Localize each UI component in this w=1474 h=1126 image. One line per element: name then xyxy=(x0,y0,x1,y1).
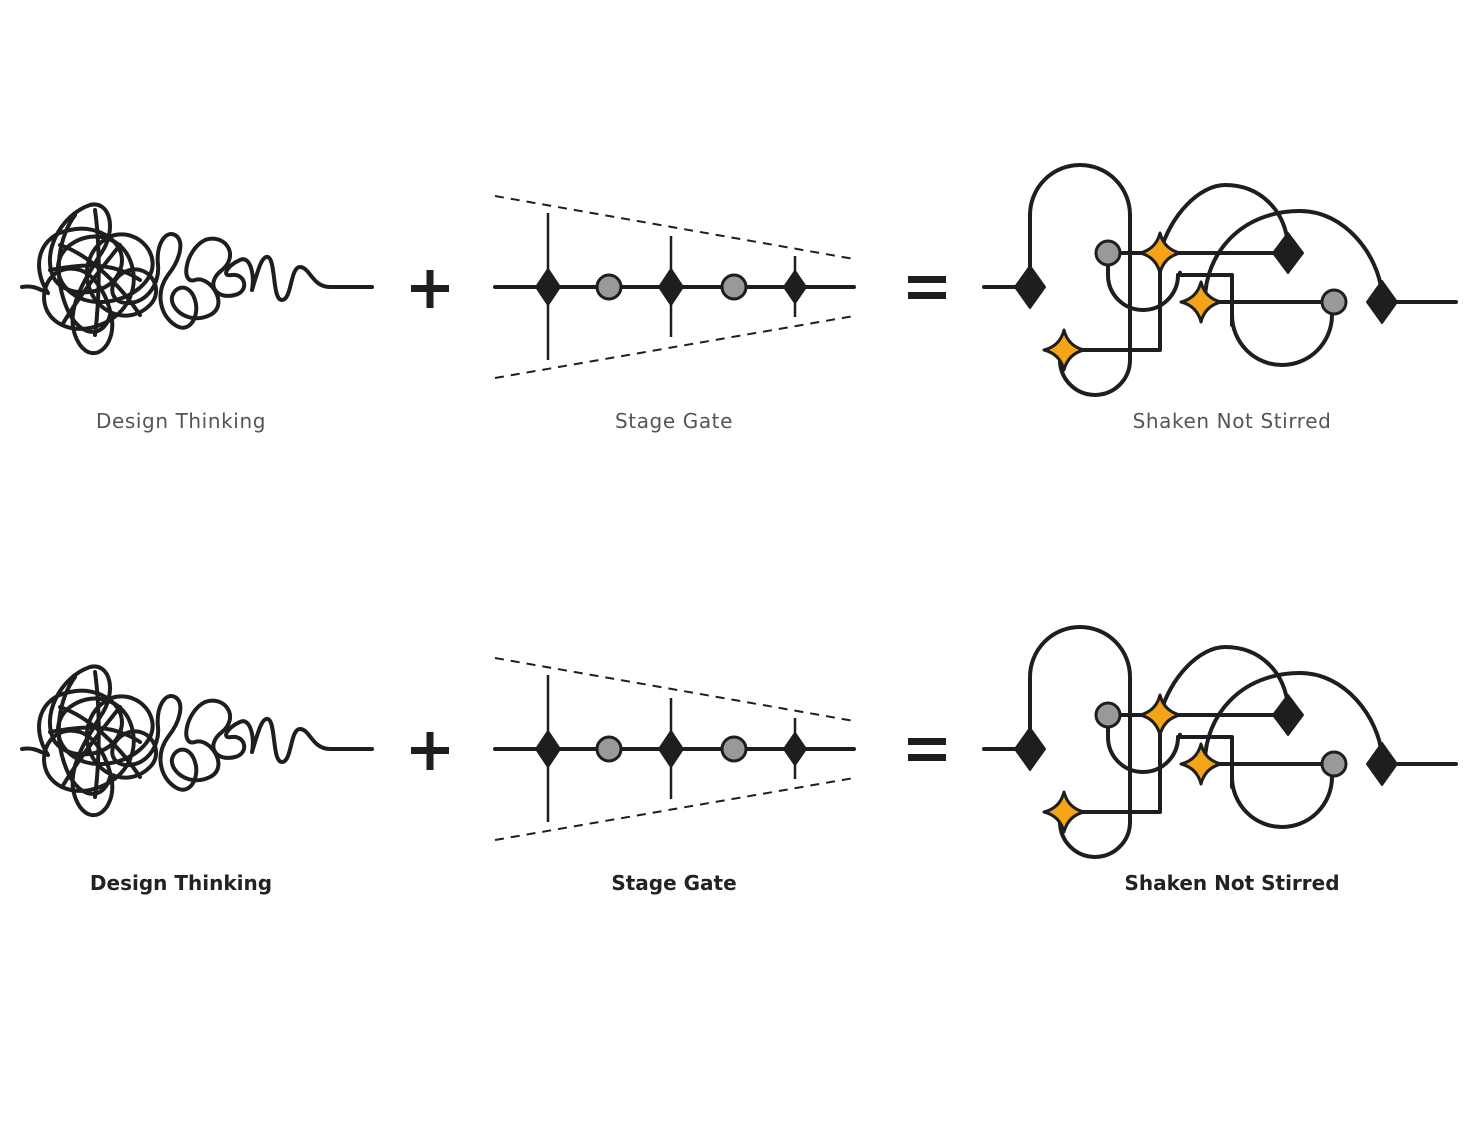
milestone-diamond xyxy=(1366,280,1398,324)
insight-star xyxy=(1138,231,1182,275)
gate-diamond xyxy=(658,268,684,306)
milestone-diamond xyxy=(1272,232,1304,274)
item-label-stage-gate: Stage Gate xyxy=(614,409,734,433)
equation-row-regular: Design Thinking Stage Gate Shaken Not St… xyxy=(0,163,1474,475)
gate-diamond xyxy=(783,732,807,766)
insight-star xyxy=(1042,790,1086,834)
insight-star xyxy=(1179,742,1223,786)
tangled-scribble-icon xyxy=(20,664,374,817)
equation-graphic xyxy=(20,625,1458,859)
milestone-diamond xyxy=(1272,694,1304,736)
stage-circle xyxy=(720,273,748,301)
looping-path-icon xyxy=(982,163,1458,397)
gate-diamond xyxy=(535,730,561,768)
gate-diamond xyxy=(535,268,561,306)
item-label-shaken-not-stirred: Shaken Not Stirred xyxy=(1124,871,1340,895)
equals-operator xyxy=(908,276,946,299)
item-label-stage-gate: Stage Gate xyxy=(611,871,737,895)
plus-operator xyxy=(411,270,449,308)
stage-circle xyxy=(595,735,623,763)
looping-path-icon xyxy=(982,625,1458,859)
stage-circle xyxy=(595,273,623,301)
gate-diamond xyxy=(783,270,807,304)
tangled-scribble-icon xyxy=(20,202,374,355)
insight-star xyxy=(1042,328,1086,372)
insight-star xyxy=(1138,693,1182,737)
stage-circle xyxy=(1320,288,1348,316)
milestone-diamond xyxy=(1014,727,1046,771)
equals-operator xyxy=(908,738,946,761)
funnel-gates-icon xyxy=(493,657,856,841)
item-label-design-thinking: Design Thinking xyxy=(95,409,267,433)
milestone-diamond xyxy=(1014,265,1046,309)
stage-circle xyxy=(720,735,748,763)
equation-row-bold: Design Thinking Stage Gate Shaken Not St… xyxy=(0,625,1474,937)
equation-graphic xyxy=(20,163,1458,397)
insight-star xyxy=(1179,280,1223,324)
item-label-design-thinking: Design Thinking xyxy=(89,871,273,895)
gate-diamond xyxy=(658,730,684,768)
plus-operator xyxy=(411,732,449,770)
item-label-shaken-not-stirred: Shaken Not Stirred xyxy=(1132,409,1332,433)
stage-circle xyxy=(1094,239,1122,267)
stage-circle xyxy=(1094,701,1122,729)
stage-circle xyxy=(1320,750,1348,778)
funnel-gates-icon xyxy=(493,195,856,379)
milestone-diamond xyxy=(1366,742,1398,786)
